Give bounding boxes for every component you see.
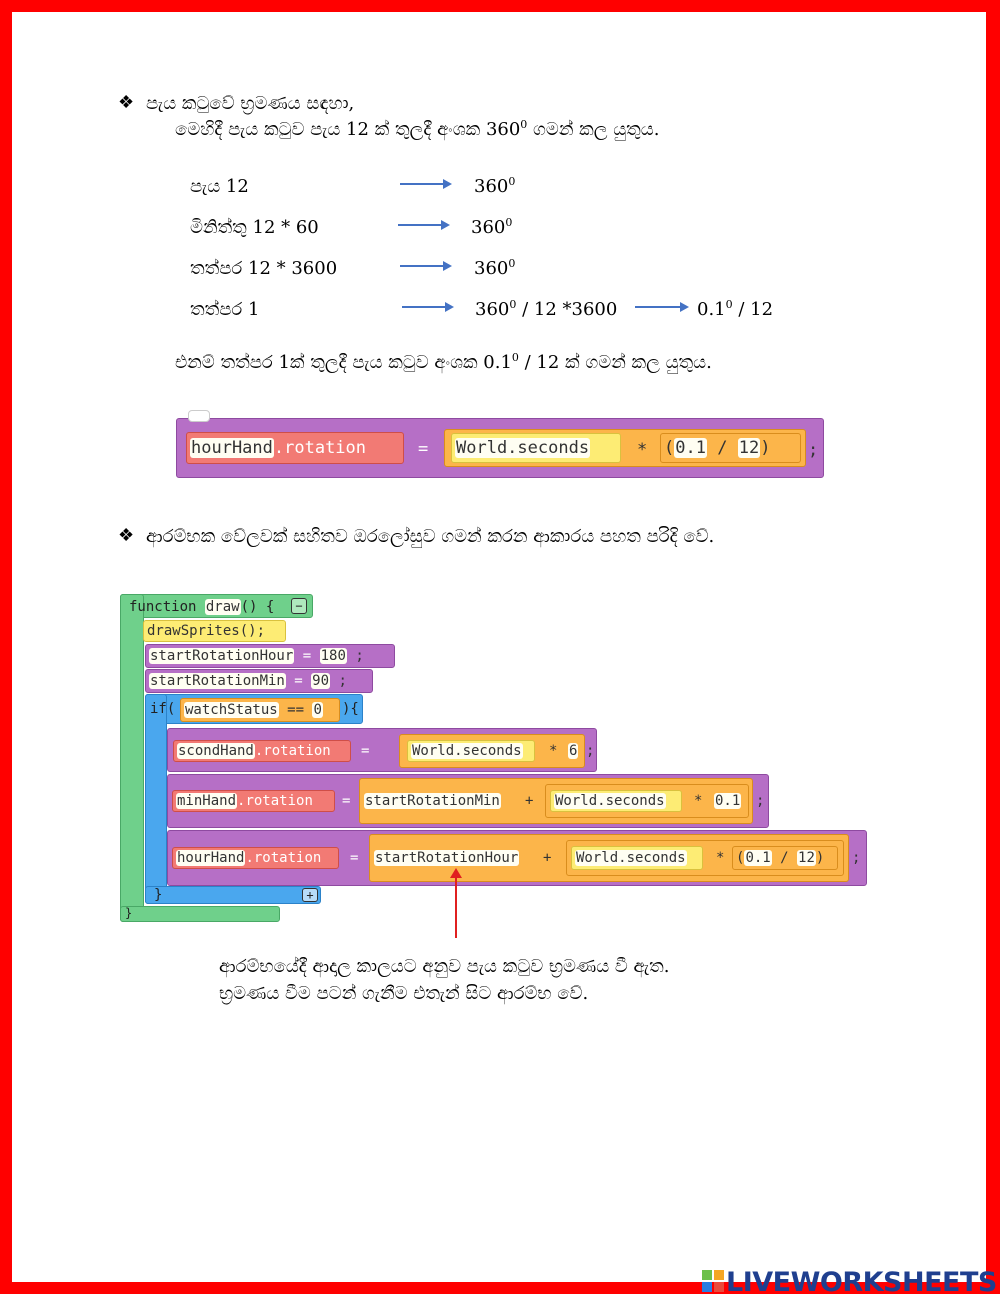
world-seconds-chip[interactable]: World.seconds [407,740,535,762]
hour-divide-expression[interactable]: (0.1 / 12) [732,846,838,870]
row1-result: 3600 [474,175,516,197]
row2-label: මිනිත්තු 12 * 60 [190,217,319,238]
semicolon: ; [852,850,861,866]
row1-label: පැය 12 [190,176,249,197]
row2-result: 3600 [471,216,513,238]
watch-status-condition[interactable]: watchStatus == 0 [180,698,340,722]
world-seconds-chip[interactable]: World.seconds [571,846,703,870]
world-seconds-chip[interactable]: World.seconds [451,433,621,463]
assign-operator: = [350,850,359,866]
section1-intro: මෙහිදී පැය කටුව පැය 12 ක් තුලදී අංශක 360… [175,118,660,140]
section2-heading: ආරම්භක වේලවක් සහිතව ඔරලෝසුව ගමන් කරන ආකා… [146,526,715,547]
function-spine [120,594,144,922]
liveworksheets-logo-icon [702,1270,724,1292]
if-keyword: if( [150,701,176,717]
multiply-operator: * [694,793,703,809]
min-hand-rotation-chip[interactable]: minHand.rotation [172,790,335,812]
multiply-operator: * [716,850,725,866]
function-close-brace: } [125,906,133,920]
row4-result: 3600 / 12 *3600 [475,298,618,320]
semicolon: ; [756,793,765,809]
function-footer-block [120,906,280,922]
start-rotation-min-statement[interactable]: startRotationMin = 90 ; [145,669,373,693]
draw-sprites-call[interactable]: drawSprites(); [143,620,286,642]
assign-operator: = [418,439,429,459]
row4-label: තත්පර 1 [190,299,260,320]
if-footer-block [145,886,321,904]
if-close-brace: } [154,887,163,903]
semicolon: ; [586,743,595,759]
row3-label: තත්පර 12 * 3600 [190,258,338,279]
collapse-button[interactable]: − [291,598,307,614]
plus-operator: + [543,850,552,866]
block-notch [188,410,210,422]
annotation-line2: භ්‍රමණය වීම පටන් ගැනීම එතැන් සිට ආරම්භ ව… [219,983,589,1004]
arrow-right-icon [398,220,450,230]
semicolon: ; [808,440,819,460]
hour-hand-rotation-chip[interactable]: hourHand.rotation [186,432,404,464]
multiply-operator: * [637,440,648,460]
section1-heading: පැය කටුවේ භ්‍රමණය සඳහා, [146,93,355,114]
annotation-line1: ආරම්භයේදී ආදාල කාලයට අනුව පැය කටුව භ්‍රම… [219,956,670,977]
multiply-operator: * [549,743,558,759]
bullet-icon: ❖ [118,525,135,546]
arrow-right-icon [635,302,689,312]
section1-conclusion: එනම් තත්පර 1ක් තුලදී පැය කටුව අංශක 0.10 … [175,351,712,373]
assign-operator: = [361,743,370,759]
arrow-right-icon [400,261,452,271]
scond-hand-rotation-chip[interactable]: scondHand.rotation [173,740,351,762]
world-seconds-chip[interactable]: World.seconds [550,790,682,812]
bullet-icon: ❖ [118,92,135,113]
arrow-right-icon [402,302,454,312]
plus-operator: + [525,793,534,809]
start-rotation-min-chip[interactable]: startRotationMin [364,793,501,809]
start-rotation-hour-chip[interactable]: startRotationHour [374,850,520,866]
pointer-arrow-icon [450,868,462,938]
assign-operator: = [342,793,351,809]
add-else-button[interactable]: + [302,888,318,902]
hour-hand-rotation-chip[interactable]: hourHand.rotation [172,847,339,869]
row4-extra: 0.10 / 12 [697,298,774,320]
function-keyword: function draw() { [129,599,275,615]
six-literal[interactable]: 6 [568,743,579,759]
arrow-right-icon [400,179,452,189]
divide-expression[interactable]: (0.1 / 12) [660,433,801,463]
start-rotation-hour-statement[interactable]: startRotationHour = 180 ; [145,644,395,668]
row3-result: 3600 [474,257,516,279]
liveworksheets-logo[interactable]: LIVEWORKSHEETS [726,1267,997,1298]
point-one-literal[interactable]: 0.1 [714,793,742,809]
if-brace: ){ [342,701,359,717]
if-spine [145,694,167,904]
